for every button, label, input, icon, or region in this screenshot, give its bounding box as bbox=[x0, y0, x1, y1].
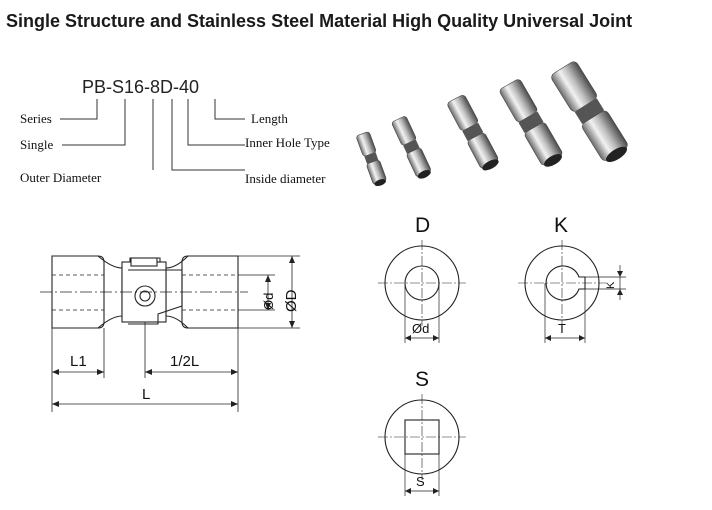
hole-type-s: S S bbox=[378, 368, 466, 496]
dim-inner-diameter: Ød bbox=[261, 293, 276, 310]
label-inner-hole-type: Inner Hole Type bbox=[245, 135, 330, 150]
dim-l: L bbox=[142, 386, 150, 403]
label-series: Series bbox=[20, 111, 52, 126]
page-title: Single Structure and Stainless Steel Mat… bbox=[6, 11, 633, 31]
joint-photo-2 bbox=[391, 116, 431, 179]
side-view-drawing bbox=[40, 255, 300, 412]
hole-type-s-letter: S bbox=[415, 368, 429, 391]
product-photos bbox=[356, 61, 628, 187]
label-length: Length bbox=[251, 111, 288, 126]
joint-photo-5 bbox=[551, 61, 628, 163]
hole-type-s-dim: S bbox=[416, 474, 425, 489]
hole-type-d: D Ød bbox=[378, 214, 466, 343]
hole-type-k-dim-t: T bbox=[558, 321, 566, 336]
model-code: PB-S16-8D-40 bbox=[82, 77, 199, 97]
hole-type-d-dim: Ød bbox=[412, 321, 429, 336]
dim-half-l: 1/2L bbox=[170, 353, 199, 370]
joint-photo-1 bbox=[356, 131, 387, 187]
label-outer-diameter: Outer Diameter bbox=[20, 170, 102, 185]
label-single: Single bbox=[20, 137, 53, 152]
label-inside-diameter: Inside diameter bbox=[245, 171, 326, 186]
hole-type-d-letter: D bbox=[415, 214, 430, 237]
hole-type-k: K T K bbox=[518, 214, 626, 343]
dim-l1: L1 bbox=[70, 353, 87, 370]
joint-photo-3 bbox=[447, 95, 499, 171]
joint-photo-4 bbox=[499, 79, 563, 167]
hole-type-k-letter: K bbox=[554, 214, 568, 237]
dim-outer-diameter: ØD bbox=[283, 289, 300, 312]
side-view-arrows bbox=[52, 256, 295, 407]
hole-type-k-dim-k: K bbox=[605, 281, 617, 289]
model-code-breakdown: PB-S16-8D-40 Series Single Outer Diamete… bbox=[20, 77, 330, 186]
